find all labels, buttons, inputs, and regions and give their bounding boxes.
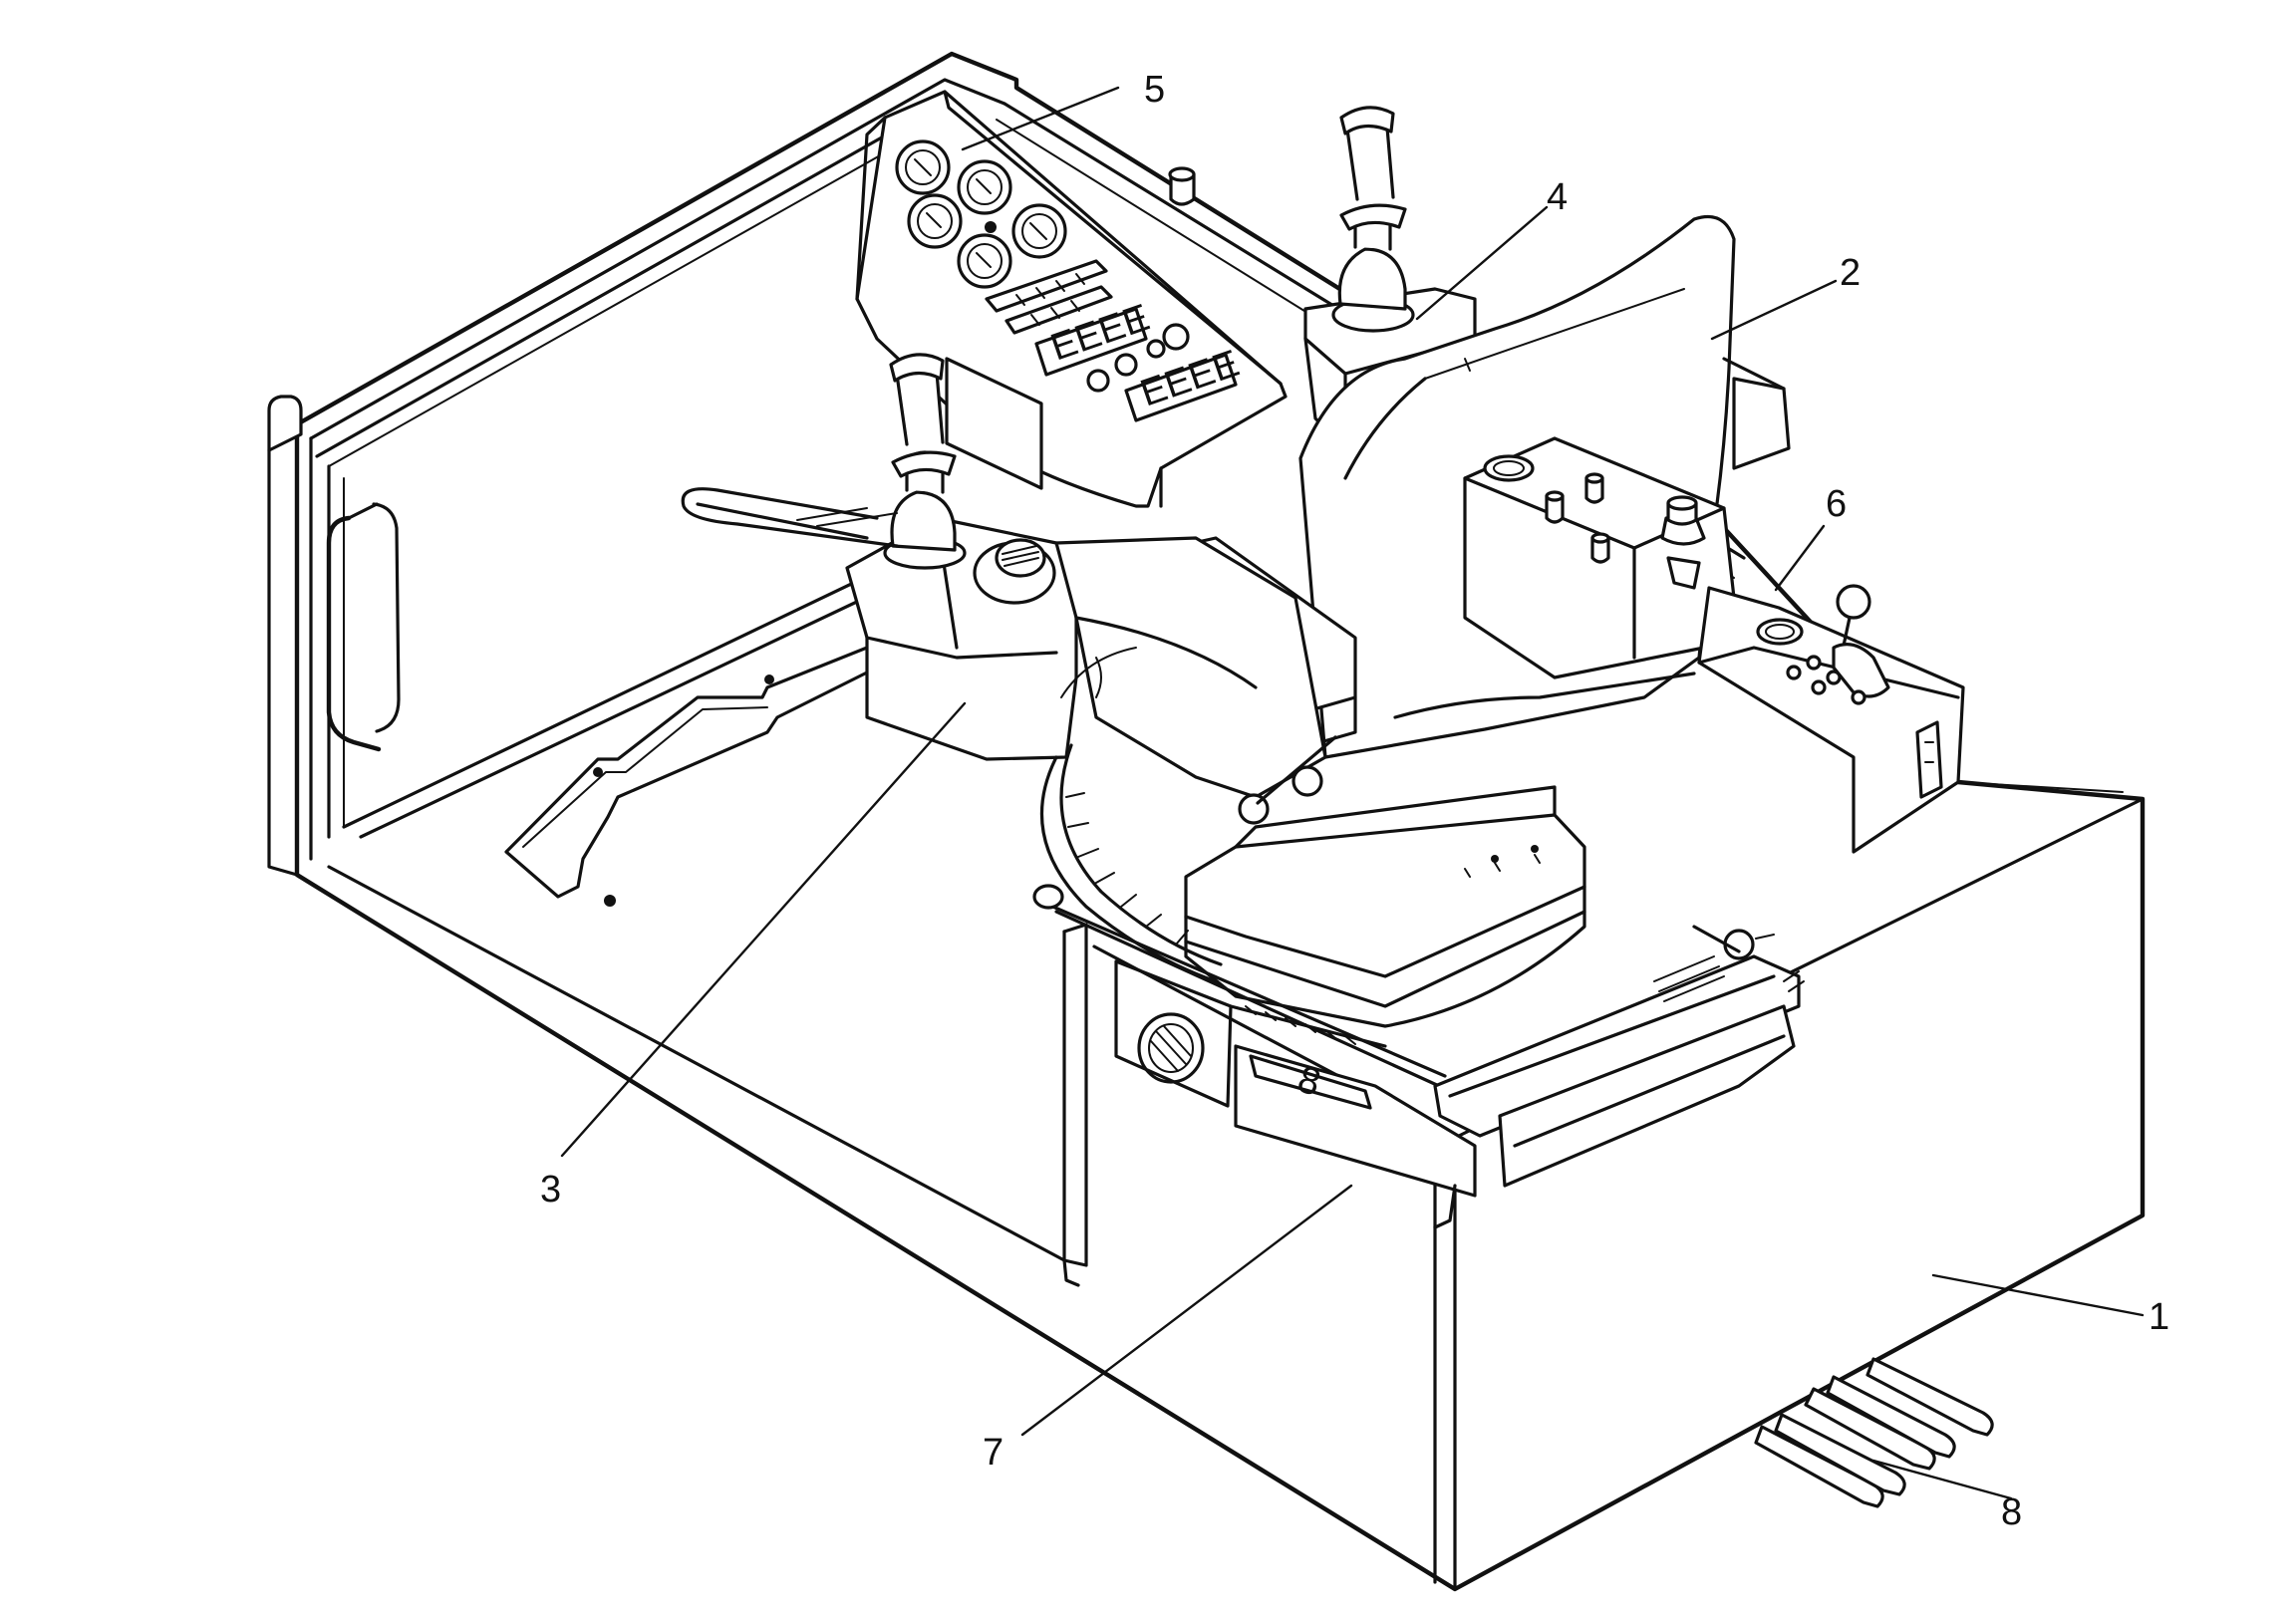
callout-8: 8 bbox=[1871, 1459, 2022, 1533]
front-panel-area: 8 bbox=[1032, 884, 1805, 1229]
callout-label-6: 6 bbox=[1826, 483, 1847, 525]
grab-handle bbox=[326, 502, 401, 752]
callout-1: 1 bbox=[1931, 1273, 2169, 1338]
knob-small bbox=[1086, 369, 1110, 393]
callout-label-8: 8 bbox=[2001, 1491, 2022, 1533]
callout-label-3: 3 bbox=[540, 1169, 561, 1211]
callout-label-1: 1 bbox=[2149, 1296, 2169, 1338]
right-armrest bbox=[1722, 357, 1791, 470]
callout-2: 2 bbox=[1710, 252, 1861, 341]
knob-small bbox=[1146, 339, 1166, 359]
knob-cluster bbox=[1545, 472, 1706, 590]
callout-3: 3 bbox=[540, 701, 967, 1211]
callout-5: 5 bbox=[961, 69, 1165, 151]
knob-small bbox=[1114, 353, 1138, 377]
left-joystick bbox=[883, 353, 967, 570]
switch-rows bbox=[985, 259, 1113, 335]
callout-label-5: 5 bbox=[1144, 69, 1165, 111]
callout-6: 6 bbox=[1774, 483, 1847, 592]
callout-label-2: 2 bbox=[1840, 252, 1861, 294]
instrument-panel: EEEE EEEE bbox=[855, 90, 1288, 508]
floor-plate bbox=[504, 646, 879, 907]
callout-7: 7 bbox=[983, 1184, 1353, 1474]
gauge-cluster bbox=[895, 139, 1067, 289]
armrest-button bbox=[973, 538, 1056, 605]
lever-handle bbox=[681, 487, 899, 548]
side-control-box bbox=[1463, 436, 1965, 854]
knob-small bbox=[1162, 323, 1190, 351]
callout-4: 4 bbox=[1415, 176, 1568, 321]
right-joystick bbox=[1331, 106, 1415, 333]
callout-label-7: 7 bbox=[983, 1432, 1004, 1474]
rim-post bbox=[1168, 166, 1196, 206]
callout-label-4: 4 bbox=[1547, 176, 1568, 218]
pedals bbox=[1754, 1357, 1994, 1508]
